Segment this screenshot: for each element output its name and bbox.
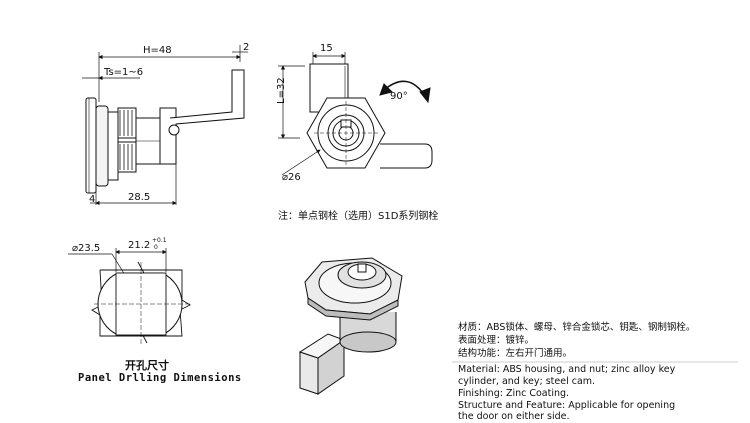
dim-15: 15 (320, 43, 333, 54)
spec-material-en-line2: cylinder, and key; steel cam. (458, 376, 596, 387)
spec-finishing-cn: 表面处理：镀锌。 (458, 335, 535, 346)
dim-28-5: 28.5 (128, 192, 150, 203)
spec-material-cn: 材质：ABS锁体、螺母、锌合金锁芯、钥匙、钢制钢栓。 (458, 322, 696, 333)
front-view (278, 52, 433, 176)
dim-2: 2 (243, 42, 249, 53)
dim-h-48: H=48 (143, 45, 172, 56)
panel-drilling-title-cn: 开孔尺寸 (125, 359, 169, 372)
steel-bolt-note: 注：单点钢栓（选用）S1D系列钢栓 (278, 211, 439, 222)
spec-structure-en-line1: Structure and Feature: Applicable for op… (458, 400, 676, 411)
panel-drilling-view (68, 248, 191, 346)
isometric-view (298, 257, 403, 395)
dim-l-32: L=32 (276, 77, 287, 104)
dim-ts: Ts=1~6 (103, 67, 143, 78)
spec-structure-cn: 结构功能：左右开门通用。 (458, 348, 573, 359)
dim-tolerance-plus: +0.1 (152, 237, 167, 244)
dim-diameter-26: ⌀26 (282, 172, 301, 183)
dim-21-2: 21.2 (128, 240, 150, 251)
dim-diameter-23-5: ⌀23.5 (72, 243, 100, 254)
dim-tolerance-zero: 0 (154, 244, 158, 251)
dim-90-degrees: 90° (390, 91, 408, 102)
spec-finishing-en: Finishing: Zinc Coating. (458, 388, 570, 399)
panel-drilling-title-en: Panel Drlling Dimensions (78, 372, 242, 384)
spec-structure-en-line2: the door on either side. (458, 411, 570, 422)
dim-4: 4 (89, 194, 95, 205)
side-view (82, 45, 248, 206)
spec-material-en-line1: Material: ABS housing, and nut; zinc all… (458, 364, 676, 375)
